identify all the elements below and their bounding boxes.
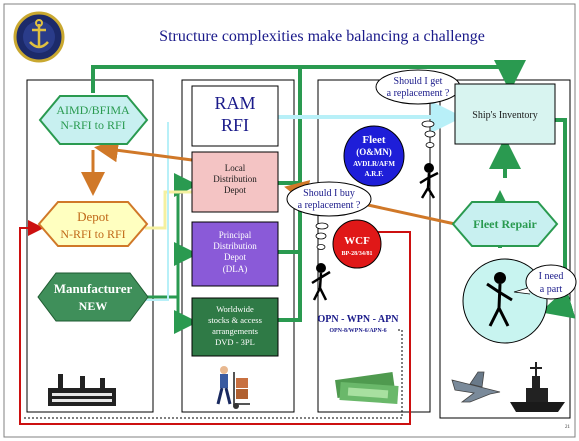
node-fleet-repair: Fleet Repair [451,201,559,247]
node-aimd: AIMD/BFIMA N-RFI to RFI [38,95,149,145]
node-ram-line1: RAM [214,93,255,113]
money-stack-icon [335,372,399,405]
node-depot: Depot N-RFI to RFI [37,201,149,247]
node-local-line2: Distribution [213,174,257,184]
bubble-get-replacement: Should I get a replacement ? [375,69,461,148]
node-fleet-repair-label: Fleet Repair [473,217,537,231]
node-aimd-line2: N-RFI to RFI [60,118,125,132]
navy-seal-logo [13,11,65,63]
node-opn-line1: OPN - WPN - APN [318,314,400,325]
slide-title: Structure complexities make balancing a … [159,28,485,45]
worried-person-figure [311,263,331,301]
node-manufacturer: Manufacturer NEW [37,272,149,322]
node-fleet-omn: Fleet (O&MN) AVDLR/AFM A.R.F. [343,125,405,187]
node-depot-line1: Depot [77,209,109,224]
node-manufacturer-line2: NEW [79,299,108,313]
node-inventory-label: Ship's Inventory [472,110,537,121]
fighter-jet-icon [451,371,501,403]
node-opn: OPN - WPN - APN OPN-8/WPN-6/APN-6 [318,312,400,334]
node-local-line1: Local [225,163,246,173]
node-ram-line2: RFI [221,115,249,135]
node-worldwide-line4: DVD - 3PL [215,337,255,347]
node-fleet-line3: AVDLR/AFM [353,160,395,168]
factory-icon [48,374,116,406]
node-local-depot: Local Distribution Depot [191,151,279,213]
node-principal-line4: (DLA) [223,264,248,274]
bubble-buy-line2: a replacement ? [298,200,361,211]
node-worldwide-line1: Worldwide [216,304,254,314]
node-principal-line3: Depot [224,252,246,262]
node-wcf-line1: WCF [344,235,370,247]
connector-inventory-to-sailor [540,118,576,319]
node-principal-line2: Distribution [213,241,257,251]
node-worldwide: Worldwide stocks & access arrangements D… [191,297,279,357]
node-wcf: WCF BP-28/34/81 [332,219,382,269]
bubble-replace-line2: a replacement ? [387,88,450,99]
node-ram: RAM RFI [191,85,279,147]
bubble-part-line1: I need [539,271,564,282]
node-wcf-line2: BP-28/34/81 [342,251,373,257]
connector-to-worldwide [174,297,198,334]
node-manufacturer-line1: Manufacturer [54,281,133,296]
bubble-replace-line1: Should I get [394,76,443,87]
connector-depots-riser [278,75,302,322]
node-aimd-line1: AIMD/BFIMA [56,103,130,117]
node-local-line3: Depot [224,185,246,195]
node-fleet-line2: (O&MN) [356,147,392,157]
node-ships-inventory: Ship's Inventory [454,83,556,145]
node-fleet-line1: Fleet [362,134,386,146]
bubble-buy-replacement: Should I buy a replacement ? [286,181,372,250]
bubble-need-part: I need a part [513,264,577,300]
node-fleet-line4: A.R.F. [365,170,384,178]
node-worldwide-line2: stocks & access [208,315,262,325]
worker-hand-truck-icon [216,366,250,409]
bubble-buy-line1: Should I buy [303,188,355,199]
node-opn-line2: OPN-8/WPN-6/APN-6 [329,328,386,334]
connector-local-to-aimd [94,138,193,163]
node-depot-line2: N-RFI to RFI [60,227,125,241]
bubble-part-line2: a part [540,284,563,295]
connector-wcf-loop [19,220,411,425]
node-principal-line1: Principal [219,230,252,240]
thinking-person-figure [419,163,439,199]
slide-number: 21 [565,425,571,430]
connector-depot-to-local [145,190,192,230]
node-principal-depot: Principal Distribution Depot (DLA) [191,221,279,287]
node-worldwide-line3: arrangements [212,326,258,336]
warship-icon [510,362,565,412]
